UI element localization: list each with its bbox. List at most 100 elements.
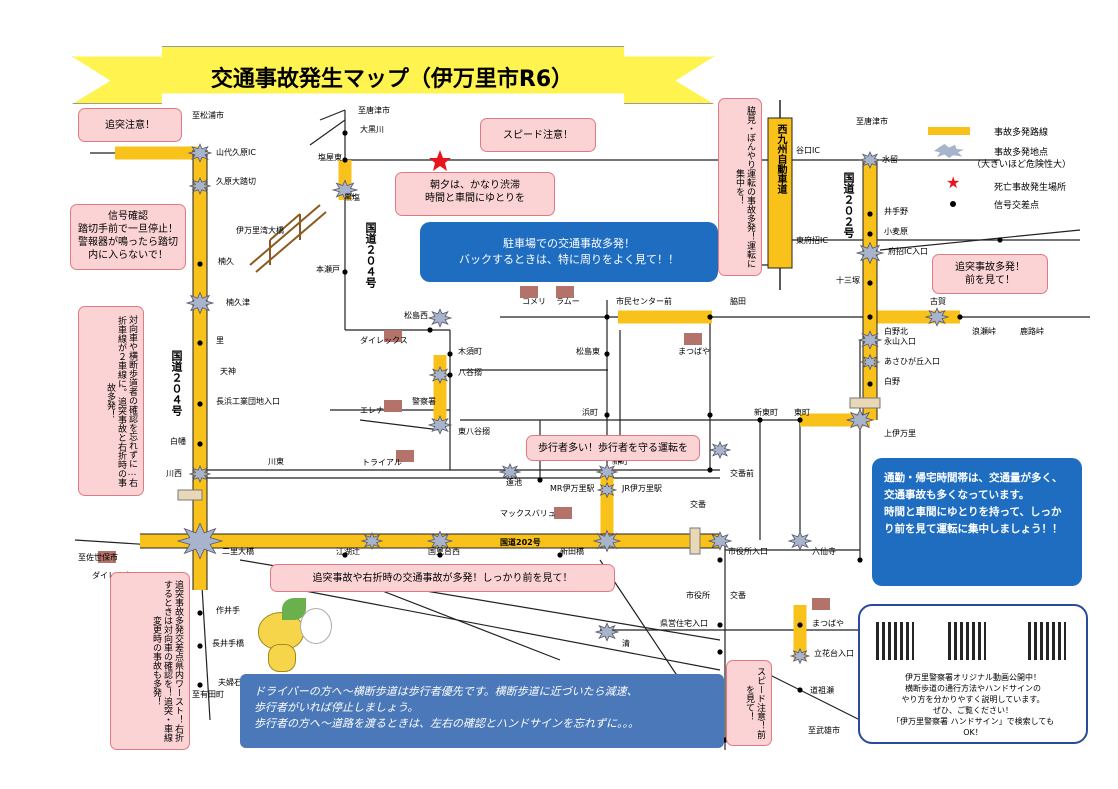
bubble-rear-end-top: 追突注意！ <box>78 108 182 142</box>
signal-dot <box>447 372 453 378</box>
accident-hotspot-icon <box>188 177 212 195</box>
place-label: 川東 <box>268 456 284 466</box>
place-label: 浪瀬峠 <box>972 326 996 336</box>
route-202-east-label: 国道２０２号 <box>842 172 855 238</box>
place-label: 楠久津 <box>226 297 250 307</box>
signal-dot <box>342 552 348 558</box>
place-label: まつばや <box>678 347 710 356</box>
signal-dot <box>957 314 963 320</box>
legend-fatal-label: 死亡事故発生場所 <box>994 183 1067 193</box>
place-label: 十三塚 <box>836 275 860 285</box>
signal-dot <box>867 231 873 237</box>
place-label: 江湖辻 <box>336 546 360 556</box>
signal-dot <box>604 412 610 418</box>
legend-burst-icon <box>934 144 964 158</box>
place-label: 国見台西 <box>428 546 460 556</box>
place-label: 鹿路峠 <box>1020 326 1044 336</box>
place-label: 大黒川 <box>360 124 384 134</box>
bubble-front: 追突事故多発！ 前を見て！ <box>932 254 1048 294</box>
place-label: 府招IC入口 <box>888 246 928 256</box>
place-label: 八谷搦 <box>458 367 482 377</box>
place-label: 二里大橋 <box>222 546 254 556</box>
signal-dot <box>604 351 610 357</box>
bridge-icon <box>249 204 327 273</box>
bubble-right-turn: 追突事故や右折時の交通事故が多発！しっかり前を見て！ <box>270 564 615 592</box>
place-label: エレナ <box>360 406 384 415</box>
place-label: 浜町 <box>582 407 598 417</box>
signal-dot <box>867 211 873 217</box>
accident-hotspot-icon <box>331 179 359 201</box>
bubble-speed-top: スピード注意！ <box>480 118 596 152</box>
bubble-worst: 追突事故多発交差点県内ワースト！右折するときは対向車の確認を！追突・車線変更時の… <box>110 572 190 750</box>
place-label: 交番 <box>690 499 706 509</box>
commute-warning-box: 通勤・帰宅時間帯は、交通量が多く、交通事故も多くなっています。 時間と車間にゆと… <box>872 458 1082 586</box>
place-label: 市役所入口 <box>728 546 768 556</box>
signal-dot <box>717 622 723 628</box>
accident-hotspot-icon <box>176 522 224 560</box>
signal-dot <box>757 417 763 423</box>
driver-message: ドライバーの方へ～横断歩道は歩行者優先です。横断歩道に近づいたら減速、 歩行者が… <box>254 685 638 714</box>
place-label: まつばや <box>812 619 844 628</box>
qr-code-1 <box>876 622 914 660</box>
accident-hotspot-icon <box>592 529 622 553</box>
place-label: 警察署 <box>412 396 436 406</box>
place-label: 谷口IC <box>796 146 820 155</box>
signal-dot <box>197 682 203 688</box>
accident-hotspot-icon <box>426 530 454 552</box>
place-label: 天神 <box>220 366 236 376</box>
place-label: 白幡 <box>170 436 186 446</box>
place-label: 本瀬戸 <box>316 264 340 274</box>
place-label: トライアル <box>362 458 402 467</box>
accident-hotspot-icon <box>427 308 453 328</box>
signal-dot <box>557 552 563 558</box>
bubble-distraction: 脇見・ぼんやり運転の事故多発！運転に集中を！ <box>718 98 762 276</box>
place-label: 至松浦市 <box>192 110 224 120</box>
signal-dot <box>867 314 873 320</box>
signal-dot <box>447 351 453 357</box>
pedestrian-message: 歩行者の方へ～道路を渡るときは、左右の確認とハンドサインを忘れずに。。。 <box>254 717 639 730</box>
signal-dot <box>437 552 443 558</box>
place-label: 楠久 <box>218 256 234 266</box>
route-204-west-label: 国道２０４号 <box>170 350 183 416</box>
place-label: ラムー <box>556 297 580 306</box>
route-204-mid-label: 国道２０４号 <box>364 222 377 288</box>
place-label: 小麦原 <box>884 226 908 236</box>
accident-hotspot-icon <box>427 415 453 435</box>
place-label: 黒塩 <box>344 192 360 202</box>
signal-dot <box>197 643 203 649</box>
legend-spot-note: （大きいほど危険性大） <box>972 160 1072 170</box>
signal-dot <box>867 280 873 286</box>
place-label: 白野北 <box>884 326 908 336</box>
expressway <box>767 100 793 290</box>
accident-hotspot-icon <box>188 465 212 483</box>
legend-star-icon: ★ <box>946 173 961 192</box>
accident-hotspot-icon <box>708 441 732 459</box>
rail-crossing-markers <box>177 397 881 555</box>
parking-warning-box: 駐車場での交通事故多発！ バックするときは、特に周りをよく見て！！ <box>420 222 718 282</box>
place-label: 新東町 <box>754 407 778 417</box>
place-label: 至有田町 <box>192 689 224 699</box>
signal-dot <box>857 557 863 563</box>
place-label: 脇田 <box>730 297 746 306</box>
place-label: 水留 <box>882 154 898 164</box>
accident-hotspot-icon <box>787 531 813 551</box>
bubble-right-lane: 対向車や横断歩道者の確認を忘れずに…右折車線が２車線に。追突事故と右折時の事故多… <box>78 306 144 496</box>
legend-route-swatch <box>928 127 970 135</box>
bubble-pedestrian: 歩行者多い！歩行者を守る運転を <box>526 435 700 461</box>
signal-dot <box>867 381 873 387</box>
signal-dot <box>707 467 713 473</box>
place-label: 川西 <box>166 469 182 478</box>
route-202-south-label: 国道202号 <box>500 537 541 547</box>
place-label: 長井手橋 <box>212 638 244 648</box>
place-label: 交番前 <box>730 468 754 478</box>
accident-hotspot-icon <box>594 622 620 642</box>
legend-signal-icon <box>950 201 956 207</box>
signal-dot <box>707 412 713 418</box>
place-label: JR伊万里駅 <box>621 483 662 493</box>
signal-dot <box>707 314 713 320</box>
place-label: 六仙寺 <box>812 546 836 556</box>
accident-hotspot-icon <box>595 463 619 481</box>
hand-sign-icon <box>300 608 332 644</box>
signal-dot <box>427 327 433 333</box>
accident-hotspot-icon <box>498 463 522 481</box>
